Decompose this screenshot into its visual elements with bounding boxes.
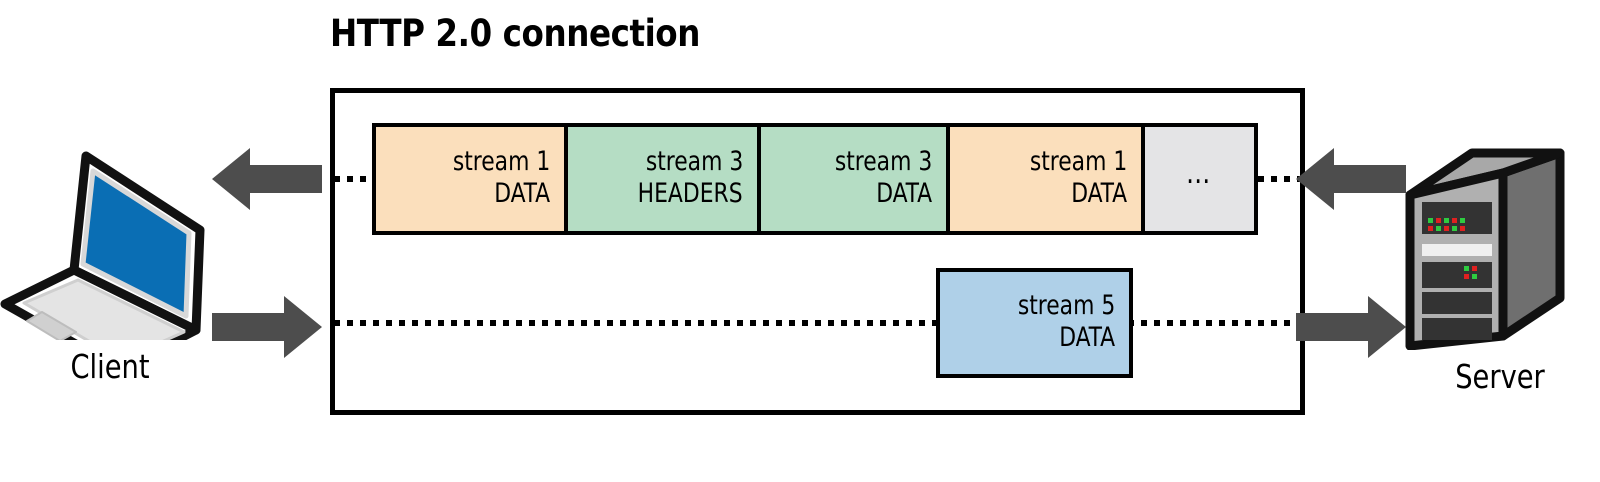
frame-stream-label: stream 1 xyxy=(1029,146,1127,178)
inbound-dotted-line-right xyxy=(1258,176,1310,182)
inbound-frame-strip: stream 1 DATA stream 3 HEADERS stream 3 … xyxy=(372,123,1258,235)
client-node: Client xyxy=(0,140,220,386)
server-tower-icon xyxy=(1405,148,1565,351)
frame-stream-label: stream 1 xyxy=(452,146,550,178)
page-title: HTTP 2.0 connection xyxy=(330,12,700,55)
connection-frame-border xyxy=(330,88,1305,415)
outbound-dotted-line-right xyxy=(1128,320,1310,326)
frame-stream-label: stream 3 xyxy=(645,146,743,178)
ellipsis-label: … xyxy=(1185,156,1213,192)
frame-type-label: DATA xyxy=(494,178,550,209)
frame-box-stream-1-data-a: stream 1 DATA xyxy=(372,123,568,235)
client-label: Client xyxy=(70,347,150,386)
frame-type-label: HEADERS xyxy=(638,178,743,209)
outbound-dotted-line-left xyxy=(334,320,940,326)
frame-stream-label: stream 5 xyxy=(1017,290,1115,322)
arrow-right-icon-server-outbound xyxy=(1296,296,1406,363)
frame-type-label: DATA xyxy=(1059,322,1115,353)
arrow-right-icon-client-outbound xyxy=(212,296,322,363)
frame-stream-label: stream 3 xyxy=(834,146,932,178)
frame-box-stream-1-data-b: stream 1 DATA xyxy=(946,123,1145,235)
arrow-left-icon-server-inbound xyxy=(1296,148,1406,215)
server-label: Server xyxy=(1455,357,1545,396)
frame-box-stream-3-data: stream 3 DATA xyxy=(757,123,950,235)
frame-box-stream-3-headers: stream 3 HEADERS xyxy=(564,123,761,235)
laptop-icon xyxy=(0,151,205,374)
frame-box-stream-5-data: stream 5 DATA xyxy=(936,268,1133,378)
arrow-left-icon-client-inbound xyxy=(212,148,322,215)
server-node: Server xyxy=(1400,140,1600,396)
inbound-dotted-line-left xyxy=(334,176,378,182)
frame-type-label: DATA xyxy=(1071,178,1127,209)
frame-type-label: DATA xyxy=(876,178,932,209)
frame-box-ellipsis: … xyxy=(1141,123,1258,235)
